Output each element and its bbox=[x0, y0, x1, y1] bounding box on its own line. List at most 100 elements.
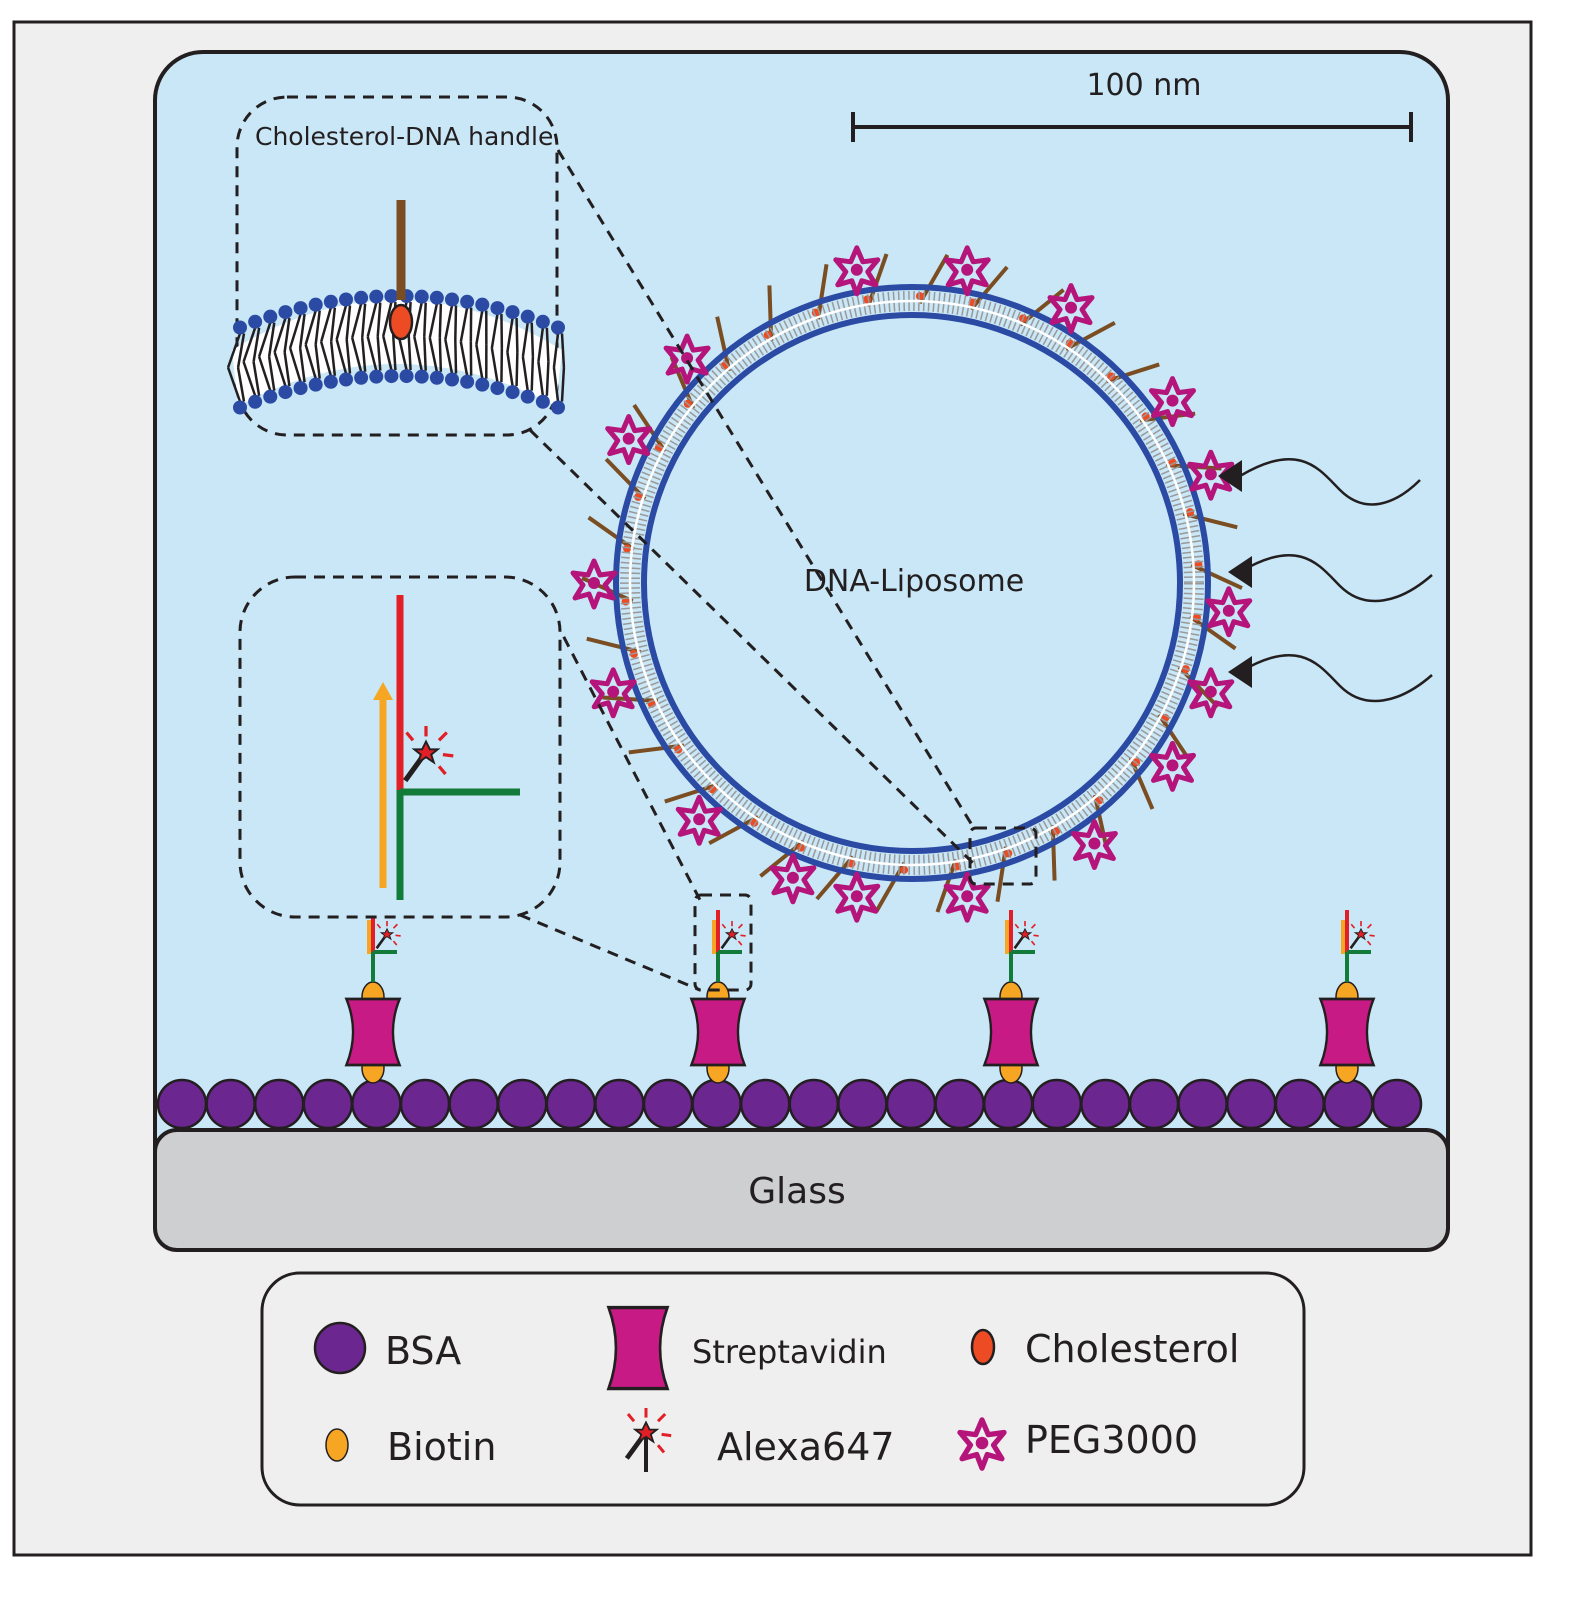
cholesterol-anchor bbox=[1052, 827, 1061, 836]
lipid-head bbox=[490, 381, 505, 396]
lipid-head bbox=[354, 370, 369, 385]
legend-item-peg3000: PEG3000 bbox=[960, 1418, 1198, 1468]
bsa-molecule bbox=[1080, 1078, 1131, 1130]
lipid-tail bbox=[382, 301, 393, 337]
cholesterol-anchor bbox=[1107, 372, 1116, 381]
dna-handle bbox=[1064, 320, 1116, 351]
lipid-tail bbox=[459, 307, 469, 343]
legend: BSA Streptavidin Cholesterol Biotin Alex… bbox=[260, 1271, 1306, 1507]
lipid-tail bbox=[226, 333, 242, 368]
dna-handle bbox=[664, 782, 719, 804]
bsa-molecule bbox=[399, 1078, 451, 1130]
biotin-icon bbox=[325, 1428, 349, 1462]
dna-handle bbox=[586, 636, 642, 655]
lipid-tail bbox=[319, 307, 333, 343]
scale-bar: 100 nm bbox=[851, 68, 1413, 142]
lipid-tail bbox=[423, 302, 427, 337]
lipid-head bbox=[505, 305, 520, 320]
bsa-molecule bbox=[1128, 1078, 1180, 1130]
lipid-tail bbox=[506, 317, 514, 353]
streptavidin-molecule bbox=[345, 997, 401, 1067]
lipid-tail bbox=[397, 335, 408, 371]
lipid-tail bbox=[345, 305, 352, 340]
anchor-stack bbox=[345, 910, 401, 1084]
dna-handle bbox=[1050, 824, 1057, 881]
bsa-molecule bbox=[788, 1078, 840, 1130]
lipid-head bbox=[233, 400, 247, 415]
lipid-tail bbox=[475, 344, 484, 379]
dna-liposome: DNA-Liposome bbox=[573, 248, 1250, 920]
streptavidin-molecule bbox=[690, 997, 746, 1067]
bsa-circle-icon bbox=[313, 1321, 367, 1375]
bsa-molecule bbox=[156, 1078, 208, 1130]
bsa-molecule bbox=[934, 1078, 985, 1130]
lipid-head bbox=[520, 389, 535, 404]
dna-handle bbox=[767, 285, 774, 342]
lipid-tail bbox=[267, 356, 276, 391]
dna-handle bbox=[587, 515, 636, 552]
lipid-tail bbox=[407, 336, 412, 371]
scale-bar-label: 100 nm bbox=[1086, 68, 1201, 103]
bsa-molecule bbox=[837, 1078, 888, 1130]
legend-item-cholesterol: Cholesterol bbox=[970, 1327, 1239, 1371]
lipid-tail bbox=[257, 322, 272, 358]
lipid-tail bbox=[545, 361, 550, 396]
lipid-head bbox=[354, 290, 369, 305]
lipid-tail bbox=[242, 327, 257, 363]
lipid-tail bbox=[376, 336, 382, 371]
lipid-tail bbox=[226, 367, 242, 402]
lipid-tail bbox=[382, 335, 393, 371]
lipid-tail bbox=[391, 335, 397, 371]
lipid-tail bbox=[335, 339, 348, 374]
streptavidin-molecule bbox=[983, 997, 1039, 1067]
bsa-molecule bbox=[351, 1078, 402, 1130]
lipid-tail bbox=[252, 327, 261, 362]
lipid-tail bbox=[490, 313, 499, 349]
lipid-tail bbox=[242, 361, 257, 397]
dna-handle bbox=[1157, 713, 1192, 763]
inset-dna-construct bbox=[238, 575, 562, 919]
dna-handle bbox=[969, 265, 1009, 311]
bsa-molecule bbox=[1031, 1078, 1083, 1130]
bsa-molecule bbox=[594, 1078, 645, 1130]
lipid-head bbox=[308, 297, 323, 312]
lipid-tail bbox=[560, 367, 566, 402]
dna-handle bbox=[1092, 794, 1109, 850]
lipid-head bbox=[490, 301, 505, 316]
lipid-head bbox=[278, 305, 293, 320]
lipid-tail bbox=[298, 313, 306, 349]
lipid-tail bbox=[428, 337, 439, 373]
bsa-molecule bbox=[1177, 1078, 1228, 1130]
lipid-tail bbox=[428, 303, 439, 339]
lipid-tail bbox=[236, 367, 246, 402]
cholesterol-anchor bbox=[1095, 796, 1104, 805]
inset-title: Cholesterol-DNA handle bbox=[255, 122, 553, 151]
lipid-tail bbox=[267, 322, 276, 357]
bsa-layer bbox=[156, 1078, 1423, 1130]
flow-arrows bbox=[1218, 457, 1433, 703]
lipid-tail bbox=[273, 351, 287, 387]
glass-surface: Glass bbox=[153, 1128, 1450, 1252]
lipid-head bbox=[535, 314, 550, 329]
lipid-head bbox=[429, 290, 444, 305]
lipid-head bbox=[248, 394, 263, 409]
lipid-head bbox=[399, 369, 414, 384]
lipid-head bbox=[323, 374, 338, 389]
lipid-tail bbox=[521, 356, 529, 391]
bsa-molecule bbox=[1225, 1078, 1277, 1130]
bsa-molecule bbox=[1274, 1078, 1326, 1130]
bsa-molecule bbox=[1323, 1078, 1374, 1130]
lipid-head bbox=[339, 292, 353, 307]
inset-cholesterol-dna-handle: Cholesterol-DNA handle bbox=[226, 95, 566, 437]
cholesterol-icon bbox=[970, 1328, 996, 1366]
lipid-head bbox=[339, 372, 353, 387]
lipid-head bbox=[293, 381, 308, 396]
lipid-tail bbox=[366, 302, 378, 337]
streptavidin-icon bbox=[606, 1305, 670, 1391]
lipid-head bbox=[551, 320, 565, 335]
dna-handle bbox=[815, 855, 855, 901]
lipid-head bbox=[369, 369, 384, 384]
lipid-head bbox=[429, 370, 444, 385]
lipid-tail bbox=[283, 351, 291, 387]
